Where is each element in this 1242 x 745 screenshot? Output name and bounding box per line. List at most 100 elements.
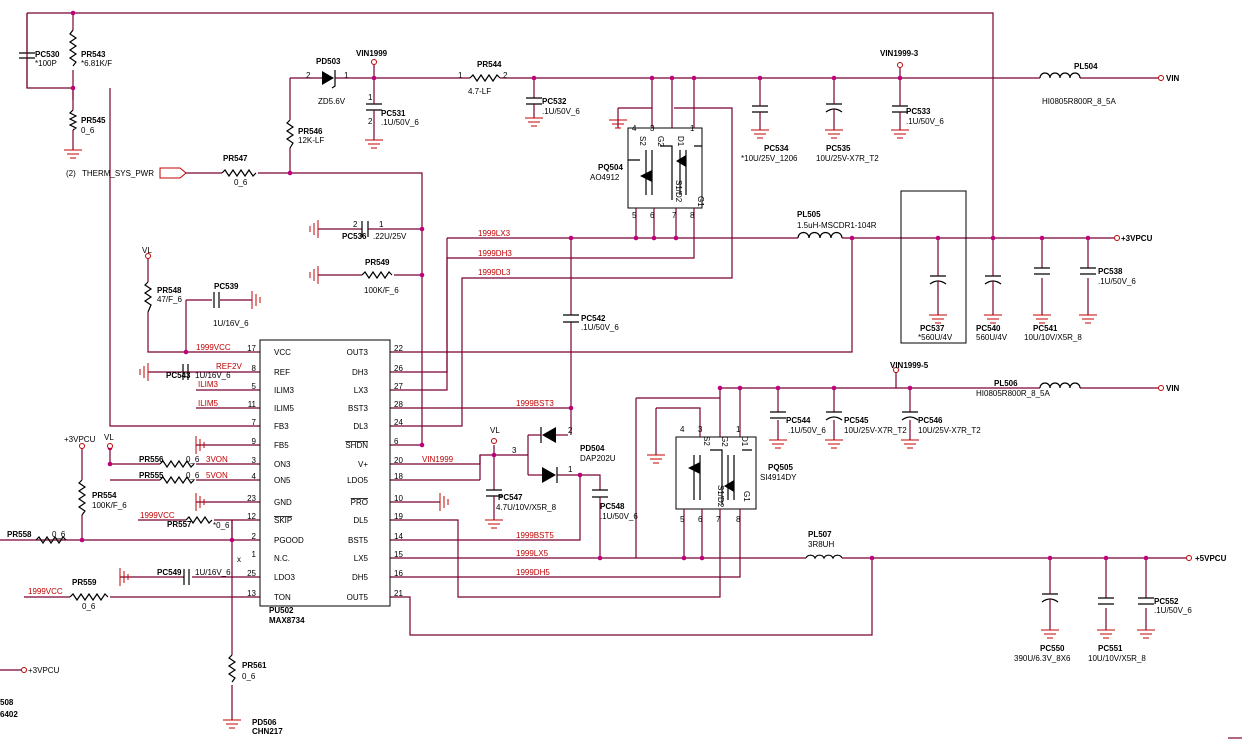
- ground-icon: [825, 439, 843, 449]
- ic-pin-name: DL3: [353, 422, 368, 431]
- resistor-pr548: [143, 281, 153, 313]
- ic-pin-number: 12: [247, 512, 256, 521]
- junction-dot: [935, 235, 941, 241]
- junction-dot: [869, 555, 875, 561]
- net-vin1999: VIN1999: [422, 455, 454, 464]
- ground-icon: [119, 568, 129, 586]
- label-pc533-ref: PC533: [906, 107, 931, 116]
- resistor-pr547: [221, 168, 257, 178]
- label-pc537-ref: PC537: [920, 324, 945, 333]
- label-pr545-ref: PR545: [81, 116, 106, 125]
- mosfet-pin-label: 8: [690, 211, 695, 220]
- resistor-pr558: [35, 535, 67, 545]
- resistor-pr554: [77, 479, 87, 516]
- ground-icon: [525, 117, 543, 127]
- capacitor-pc538: [1080, 267, 1096, 275]
- label-pc551-ref: PC551: [1098, 644, 1123, 653]
- ground-icon: [223, 719, 241, 729]
- label-pc536-val: .22U/25V: [373, 232, 407, 241]
- net-ilim5: ILIM5: [198, 399, 219, 408]
- label-pc534-val: *10U/25V_1206: [741, 154, 798, 163]
- label-pc543-val: 1U/16V_6: [195, 371, 231, 380]
- mosfet-pin-label: 3: [698, 425, 703, 434]
- ic-pin-name: ILIM3: [274, 386, 295, 395]
- label-pc538-val: .1U/50V_6: [1098, 277, 1136, 286]
- label-pc539-val: 1U/16V_6: [213, 319, 249, 328]
- net-3vpcu: +3VPCU: [64, 435, 96, 444]
- pin-label: 2: [306, 71, 311, 80]
- junction-dot: [419, 272, 425, 278]
- ic-pin-number: 7: [252, 418, 257, 427]
- ic-pin-number: 26: [394, 364, 403, 373]
- label-pc548-val: .1U/50V_6: [600, 512, 638, 521]
- ground-icon: [751, 129, 769, 139]
- ic-pin-number: 14: [394, 532, 403, 541]
- junction-dot: [691, 75, 697, 81]
- capacitor-pc542: [563, 314, 579, 323]
- ic-pin-number: 11: [248, 400, 257, 409]
- label-pd506-val: CHN217: [252, 727, 283, 736]
- junction-dot: [107, 461, 113, 467]
- resistor-pr561: [227, 654, 237, 683]
- ground-icon: [439, 493, 449, 511]
- label-pl504-val: HI0805R800R_8_5A: [1042, 97, 1116, 106]
- net-1999vcc: 1999VCC: [196, 343, 231, 352]
- mosfet-pin-label: S2: [638, 136, 647, 146]
- capacitor-pc551: [1098, 597, 1114, 605]
- label-pr556-val: 0_6: [186, 455, 200, 464]
- junction-dot: [597, 555, 603, 561]
- mosfet-pin-label: 8: [736, 515, 741, 524]
- junction-dot: [907, 385, 913, 391]
- net-3vpcu: +3VPCU: [28, 666, 60, 675]
- mosfet-pin-label: 7: [716, 515, 721, 524]
- ic-pin-name: BST5: [348, 536, 369, 545]
- label-pc531-ref: PC531: [381, 109, 406, 118]
- label-pc532-ref: PC532: [542, 97, 567, 106]
- net-vin1999: VIN1999: [356, 49, 388, 58]
- junction-dot: [1143, 555, 1149, 561]
- ic-pin-name: GND: [274, 498, 292, 507]
- label-pc544-val: .1U/50V_6: [788, 426, 826, 435]
- junction-dot: [831, 75, 837, 81]
- ic-pin-name: LX5: [354, 554, 369, 563]
- ic-pin-number: 4: [252, 472, 257, 481]
- ic-pin-number: 23: [247, 494, 256, 503]
- label-pr548-ref: PR548: [157, 286, 182, 295]
- label-pc538-ref: PC538: [1098, 267, 1123, 276]
- ic-pin-name: SKIP: [274, 516, 292, 525]
- label-pr549-ref: PR549: [365, 258, 390, 267]
- label-pc542-ref: PC542: [581, 314, 606, 323]
- pin-label: 2: [368, 117, 373, 126]
- ground-icon: [901, 439, 919, 449]
- label-pc540-val: 560U/4V: [976, 333, 1008, 342]
- ground-icon: [485, 519, 503, 529]
- label-pd503-ref: PD503: [316, 57, 341, 66]
- ic-pin-name: DL5: [353, 516, 368, 525]
- label-pr557-ref: PR557: [167, 520, 192, 529]
- label-pc552-ref: PC552: [1154, 597, 1179, 606]
- ground-icon: [309, 220, 319, 238]
- mosfet-pin-label: G1: [696, 196, 705, 207]
- port-circle: [79, 443, 85, 449]
- net-1999vcc: 1999VCC: [140, 511, 175, 520]
- label-pr561-val: 0_6: [242, 672, 256, 681]
- label-pc542-val: .1U/50V_6: [581, 323, 619, 332]
- mosfet-pin-label: 5: [632, 211, 637, 220]
- capacitor-pc543: [182, 364, 189, 380]
- label-pl506-ref: PL506: [994, 379, 1018, 388]
- junction-dot: [287, 170, 293, 176]
- inductor-pl506: [1039, 382, 1081, 389]
- label-pc540-ref: PC540: [976, 324, 1001, 333]
- pin-label: 1: [344, 71, 349, 80]
- junction-dot: [70, 10, 76, 16]
- capacitor-pc548: [592, 489, 608, 498]
- resistor-pr544: [469, 73, 501, 83]
- label-pc546-ref: PC546: [918, 416, 943, 425]
- label-pr545-val: 0_6: [81, 126, 95, 135]
- ic-pin-number: 1: [252, 550, 257, 559]
- mosfet-pin-label: G1: [742, 491, 751, 502]
- pin-label: 3: [512, 446, 517, 455]
- label-pc532-val: .1U/50V_6: [542, 107, 580, 116]
- label-pl505-val: 1.5uH-MSCDR1-104R: [797, 221, 877, 230]
- junction-dot: [79, 537, 85, 543]
